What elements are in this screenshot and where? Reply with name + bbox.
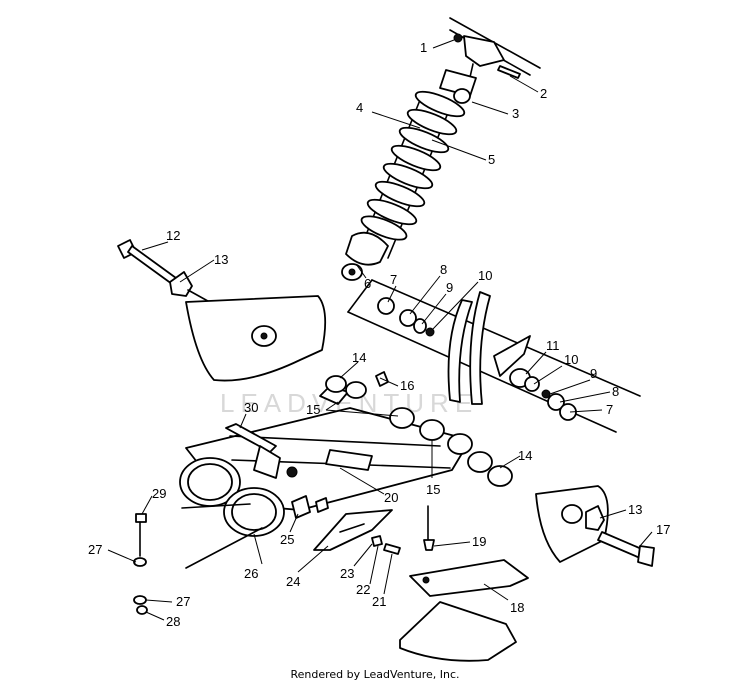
callout-7-upper: 7: [390, 272, 397, 287]
callout-7-lower: 7: [606, 402, 613, 417]
callout-11: 11: [546, 338, 560, 353]
callout-4: 4: [356, 100, 363, 115]
callout-27-lower: 27: [176, 594, 190, 609]
callout-9-upper: 9: [446, 280, 453, 295]
callout-10-upper: 10: [478, 268, 492, 283]
callout-15-lower: 15: [426, 482, 440, 497]
callout-5: 5: [488, 152, 495, 167]
callout-13-left: 13: [214, 252, 228, 267]
callout-29: 29: [152, 486, 166, 501]
callout-10-lower: 10: [564, 352, 578, 367]
left-bolt-stack: [133, 513, 148, 615]
callout-21: 21: [372, 594, 386, 609]
callout-25: 25: [280, 532, 294, 547]
callout-24: 24: [286, 574, 300, 589]
right-side-plate: [535, 485, 655, 567]
callout-28: 28: [166, 614, 180, 629]
shock-spring: [360, 90, 466, 241]
callout-30: 30: [244, 400, 258, 415]
leader-lines: [107, 39, 653, 621]
callout-18: 18: [510, 600, 524, 615]
callout-19: 19: [472, 534, 486, 549]
callout-14-upper: 14: [352, 350, 366, 365]
callout-20: 20: [384, 490, 398, 505]
callout-2: 2: [540, 86, 547, 101]
render-credit: Rendered by LeadVenture, Inc.: [290, 668, 460, 681]
callout-14-lower: 14: [518, 448, 532, 463]
lower-bracket: [313, 509, 401, 555]
callout-1: 1: [420, 40, 427, 55]
callout-17: 17: [656, 522, 670, 537]
callout-13-right: 13: [628, 502, 642, 517]
callout-8-lower: 8: [612, 384, 619, 399]
callout-labels: 1 2 3 4 5 6 7 8 9 10 11 10 9 8 7 12 13 1…: [88, 40, 670, 629]
left-side-plate: [185, 295, 327, 382]
callout-16: 16: [400, 378, 414, 393]
shock-absorber: [341, 69, 477, 281]
callout-26: 26: [244, 566, 258, 581]
callout-22: 22: [356, 582, 370, 597]
callout-6: 6: [364, 276, 371, 291]
callout-12: 12: [166, 228, 180, 243]
callout-15-upper: 15: [306, 402, 320, 417]
callout-9-lower: 9: [590, 366, 597, 381]
right-hub-assembly: [347, 279, 641, 433]
callout-23: 23: [340, 566, 354, 581]
callout-8-upper: 8: [440, 262, 447, 277]
callout-27-upper: 27: [88, 542, 102, 557]
callout-3: 3: [512, 106, 519, 121]
lower-link-assembly: [399, 505, 529, 662]
axle-clamps: [179, 423, 329, 569]
